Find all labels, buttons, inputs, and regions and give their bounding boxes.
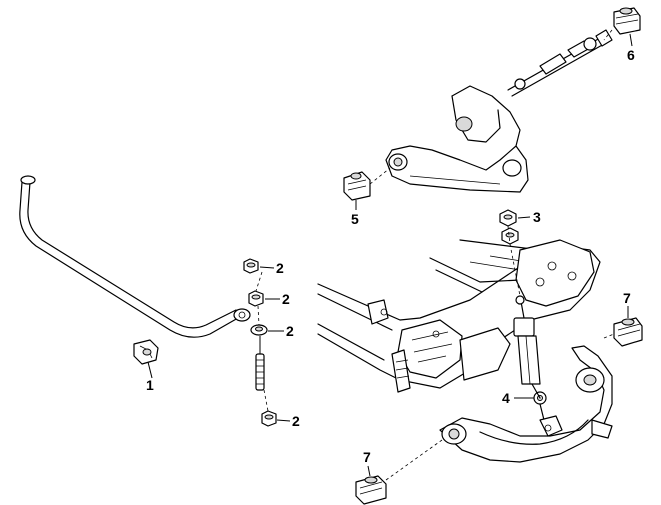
shock-absorber [513,295,547,421]
stabilizer-link-rod [255,336,265,391]
upper-control-arm [385,85,529,193]
callout-6-upper-arm-shaft-bushing: 6 [627,47,635,63]
callout-2-link-washer-lower: 2 [286,323,294,339]
lower-arm-bushing-rear [613,317,643,347]
callout-2-link-nut-top: 2 [276,260,284,276]
upper-arm-shaft [507,29,613,97]
upper-arm-bushing-rear [613,7,641,35]
ball-joint-washer [501,227,519,245]
callout-2-link-washer-upper: 2 [282,291,290,307]
callout-4-shock-absorber: 4 [502,390,510,406]
stabilizer-bushing [133,339,159,365]
callout-3-ball-joint-nut: 3 [533,209,541,225]
lower-control-arm [439,345,613,463]
stabilizer-bar [19,175,251,338]
link-washer-upper [248,290,264,307]
ball-joint-nut [499,209,517,227]
stabilizer-bar-end [20,175,36,185]
frame-crossmember [317,239,601,393]
upper-arm-bushing-front [343,171,371,201]
callout-5-upper-arm-bushing: 5 [351,211,359,227]
lower-arm-bushing-front [355,475,387,505]
stabilizer-bar-eye [233,308,251,322]
assembly-dashed-lines [255,29,615,481]
link-nut-bottom [261,410,277,427]
callout-leaders [147,33,633,477]
callout-7-lower-arm-bushing-rear: 7 [623,290,631,306]
callout-7-lower-arm-bushing-front: 7 [363,449,371,465]
callout-2-link-nut-bottom: 2 [292,413,300,429]
link-washer-lower [250,324,268,336]
link-nut-top [243,258,259,274]
callout-1-stabilizer-bushing: 1 [146,377,154,393]
